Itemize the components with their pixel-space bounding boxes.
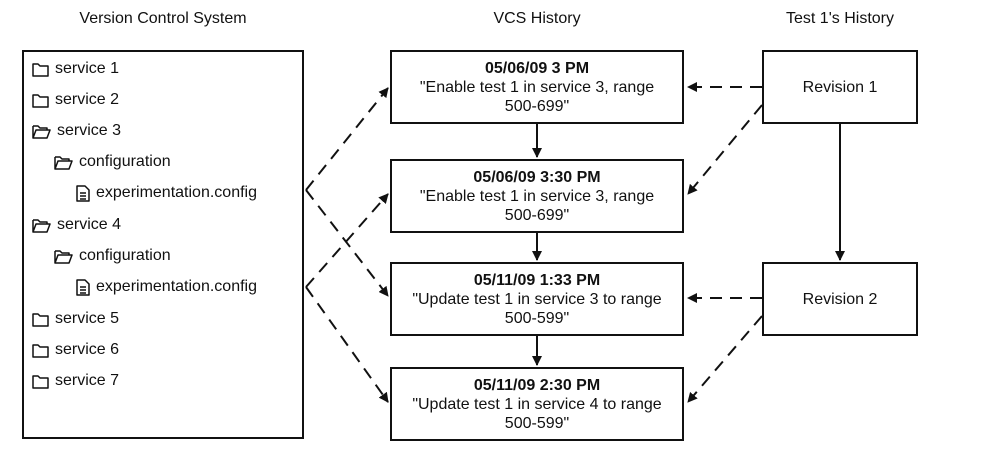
commit-message-line: 500-599" [504, 309, 570, 327]
commit-box-3: 05/11/09 1:33 PM "Update test 1 in servi… [390, 262, 684, 336]
tree-item[interactable]: service 4 [32, 215, 121, 235]
tree-item[interactable]: service 5 [32, 309, 119, 329]
revision-box-1: Revision 1 [762, 50, 918, 124]
revision-box-2: Revision 2 [762, 262, 918, 336]
tree-item-label: service 2 [55, 91, 120, 108]
tree-item[interactable]: service 6 [32, 340, 119, 360]
tree-item[interactable]: experimentation.config [76, 277, 257, 297]
tree-item-label: service 4 [57, 216, 122, 233]
tree-item-label: experimentation.config [96, 278, 257, 295]
revision-label: Revision 1 [802, 78, 878, 96]
vcs-title: Version Control System [79, 10, 247, 27]
commit-message-line: 500-699" [504, 97, 570, 115]
dashed-link-config4-commit4 [305, 286, 389, 403]
folder-icon [32, 343, 55, 358]
commit-timestamp: 05/11/09 2:30 PM [473, 376, 601, 394]
tree-item-label: service 6 [55, 341, 120, 358]
folder-open-icon [54, 155, 79, 170]
commit-box-2: 05/06/09 3:30 PM "Enable test 1 in servi… [390, 159, 684, 233]
dashed-link-config3-commit1 [305, 87, 389, 191]
folder-open-icon [54, 249, 79, 264]
commit-timestamp: 05/06/09 3 PM [484, 59, 590, 77]
tree-item-label: configuration [79, 247, 171, 264]
tree-item[interactable]: service 1 [32, 59, 119, 79]
dashed-link-config3-commit3 [305, 189, 389, 297]
dashed-link-rev2-commit4 [687, 315, 763, 403]
commit-box-4: 05/11/09 2:30 PM "Update test 1 in servi… [390, 367, 684, 441]
commit-timestamp: 05/06/09 3:30 PM [473, 168, 601, 186]
vcs-tree-panel [22, 50, 304, 439]
folder-icon [32, 93, 55, 108]
test-history-title: Test 1's History [786, 10, 894, 27]
tree-item-label: service 3 [57, 122, 122, 139]
commit-box-1: 05/06/09 3 PM "Enable test 1 in service … [390, 50, 684, 124]
tree-item[interactable]: service 3 [32, 121, 121, 141]
commit-message-line: 500-699" [504, 206, 570, 224]
tree-item-label: configuration [79, 153, 171, 170]
commit-timestamp: 05/11/09 1:33 PM [473, 271, 601, 289]
tree-item[interactable]: configuration [54, 246, 171, 266]
file-icon [76, 184, 96, 202]
folder-icon [32, 374, 55, 389]
revision-label: Revision 2 [802, 290, 878, 308]
commit-message-line: "Enable test 1 in service 3, range [419, 187, 655, 205]
tree-item-label: service 1 [55, 60, 120, 77]
folder-icon [32, 62, 55, 77]
tree-item-label: experimentation.config [96, 184, 257, 201]
tree-item[interactable]: configuration [54, 152, 171, 172]
tree-item[interactable]: service 2 [32, 90, 119, 110]
commit-message-line: "Update test 1 in service 3 to range [412, 290, 662, 308]
folder-icon [32, 312, 55, 327]
dashed-link-rev1-commit2 [687, 104, 763, 195]
tree-item[interactable]: experimentation.config [76, 183, 257, 203]
commit-message-line: "Enable test 1 in service 3, range [419, 78, 655, 96]
folder-open-icon [32, 218, 57, 233]
folder-open-icon [32, 124, 57, 139]
commit-message-line: 500-599" [504, 414, 570, 432]
tree-item-label: service 7 [55, 372, 120, 389]
dashed-link-config4-commit2 [305, 193, 389, 288]
tree-item-label: service 5 [55, 310, 120, 327]
file-icon [76, 278, 96, 296]
history-title: VCS History [493, 10, 581, 27]
commit-message-line: "Update test 1 in service 4 to range [412, 395, 662, 413]
tree-item[interactable]: service 7 [32, 371, 119, 391]
